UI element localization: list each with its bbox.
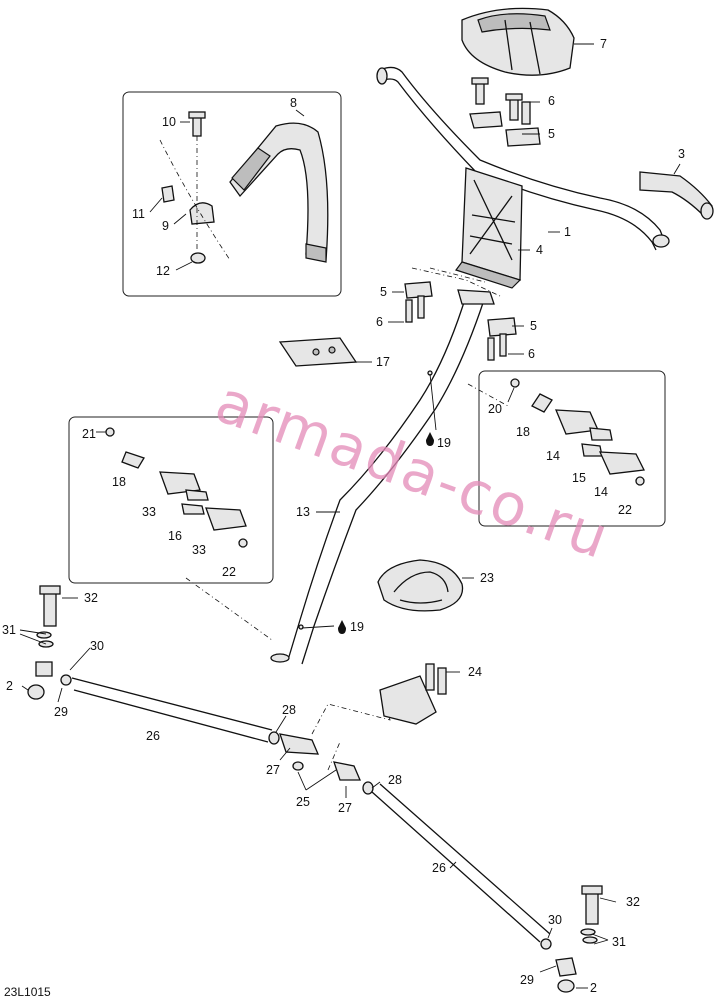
handlebar xyxy=(376,66,670,251)
callout-11: 11 xyxy=(132,207,145,221)
callout-32: 32 xyxy=(626,895,640,909)
callout-33: 33 xyxy=(192,543,206,557)
detail-frame-handlebar-mount xyxy=(122,91,342,297)
callout-30: 30 xyxy=(90,639,104,653)
assembly-line-tie-rods xyxy=(311,703,391,771)
handlebar-grip xyxy=(639,171,714,220)
callout-19: 19 xyxy=(350,620,364,634)
callout-18: 18 xyxy=(516,425,530,439)
mid-clamp-set xyxy=(404,281,517,361)
callout-27: 27 xyxy=(266,763,280,777)
callout-27: 27 xyxy=(338,801,352,815)
callout-10: 10 xyxy=(162,115,176,129)
callout-22: 22 xyxy=(618,503,632,517)
callout-31: 31 xyxy=(612,935,626,949)
document-id: 23L1015 xyxy=(4,985,51,999)
callout-21: 21 xyxy=(82,427,96,441)
callout-9: 9 xyxy=(162,219,169,233)
callout-6: 6 xyxy=(528,347,535,361)
column-boot xyxy=(377,559,464,612)
callout-6: 6 xyxy=(376,315,383,329)
callout-14: 14 xyxy=(546,449,560,463)
handlebar-cover xyxy=(461,7,575,76)
callout-28: 28 xyxy=(282,703,296,717)
pitman-bracket xyxy=(379,663,447,725)
callout-6: 6 xyxy=(548,94,555,108)
callout-13: 13 xyxy=(296,505,310,519)
assembly-line-lower-bearing xyxy=(185,577,273,641)
detail-frame-upper-bearing xyxy=(478,370,666,527)
callout-7: 7 xyxy=(600,37,607,51)
callout-30: 30 xyxy=(548,913,562,927)
detail-lower-bearing-parts xyxy=(105,427,248,548)
callout-29: 29 xyxy=(520,973,534,987)
callout-29: 29 xyxy=(54,705,68,719)
callout-26: 26 xyxy=(146,729,160,743)
assembly-line-riser xyxy=(411,267,501,297)
detail-frame-lower-bearing xyxy=(68,416,274,584)
callout-5: 5 xyxy=(548,127,555,141)
callout-26: 26 xyxy=(432,861,446,875)
callout-5: 5 xyxy=(530,319,537,333)
tie-rod-right xyxy=(292,761,603,993)
callout-31: 31 xyxy=(2,623,16,637)
callout-23: 23 xyxy=(480,571,494,585)
callout-28: 28 xyxy=(388,773,402,787)
lubricant-drop-icon xyxy=(338,620,346,634)
callout-25: 25 xyxy=(296,795,310,809)
support-plate xyxy=(278,337,358,367)
callout-2: 2 xyxy=(6,679,13,693)
callout-5: 5 xyxy=(380,285,387,299)
callout-1: 1 xyxy=(564,225,571,239)
callout-8: 8 xyxy=(290,96,297,110)
detail-handlebar-mount-parts xyxy=(159,111,329,264)
leader-lines xyxy=(19,43,681,989)
callout-24: 24 xyxy=(468,665,482,679)
callout-3: 3 xyxy=(678,147,685,161)
watermark: armada-co.ru xyxy=(207,367,618,572)
lubricant-drop-icon xyxy=(426,432,434,446)
callout-22: 22 xyxy=(222,565,236,579)
detail-upper-bearing-parts xyxy=(510,378,645,486)
callout-20: 20 xyxy=(488,402,502,416)
callout-33: 33 xyxy=(142,505,156,519)
callout-14: 14 xyxy=(594,485,608,499)
assembly-line-upper-bearing xyxy=(467,383,509,407)
upper-clamp-set xyxy=(469,77,541,147)
callout-15: 15 xyxy=(572,471,586,485)
callout-2: 2 xyxy=(590,981,597,995)
tie-rod-left xyxy=(27,585,320,755)
callout-labels: 7 6 5 3 1 4 8 10 11 9 12 5 6 5 6 17 19 2… xyxy=(2,37,685,995)
callout-12: 12 xyxy=(156,264,170,278)
callout-19: 19 xyxy=(437,436,451,450)
callout-18: 18 xyxy=(112,475,126,489)
callout-16: 16 xyxy=(168,529,182,543)
handlebar-riser xyxy=(455,167,523,289)
callout-32: 32 xyxy=(84,591,98,605)
steering-column xyxy=(270,289,495,665)
callout-4: 4 xyxy=(536,243,543,257)
callout-17: 17 xyxy=(376,355,390,369)
